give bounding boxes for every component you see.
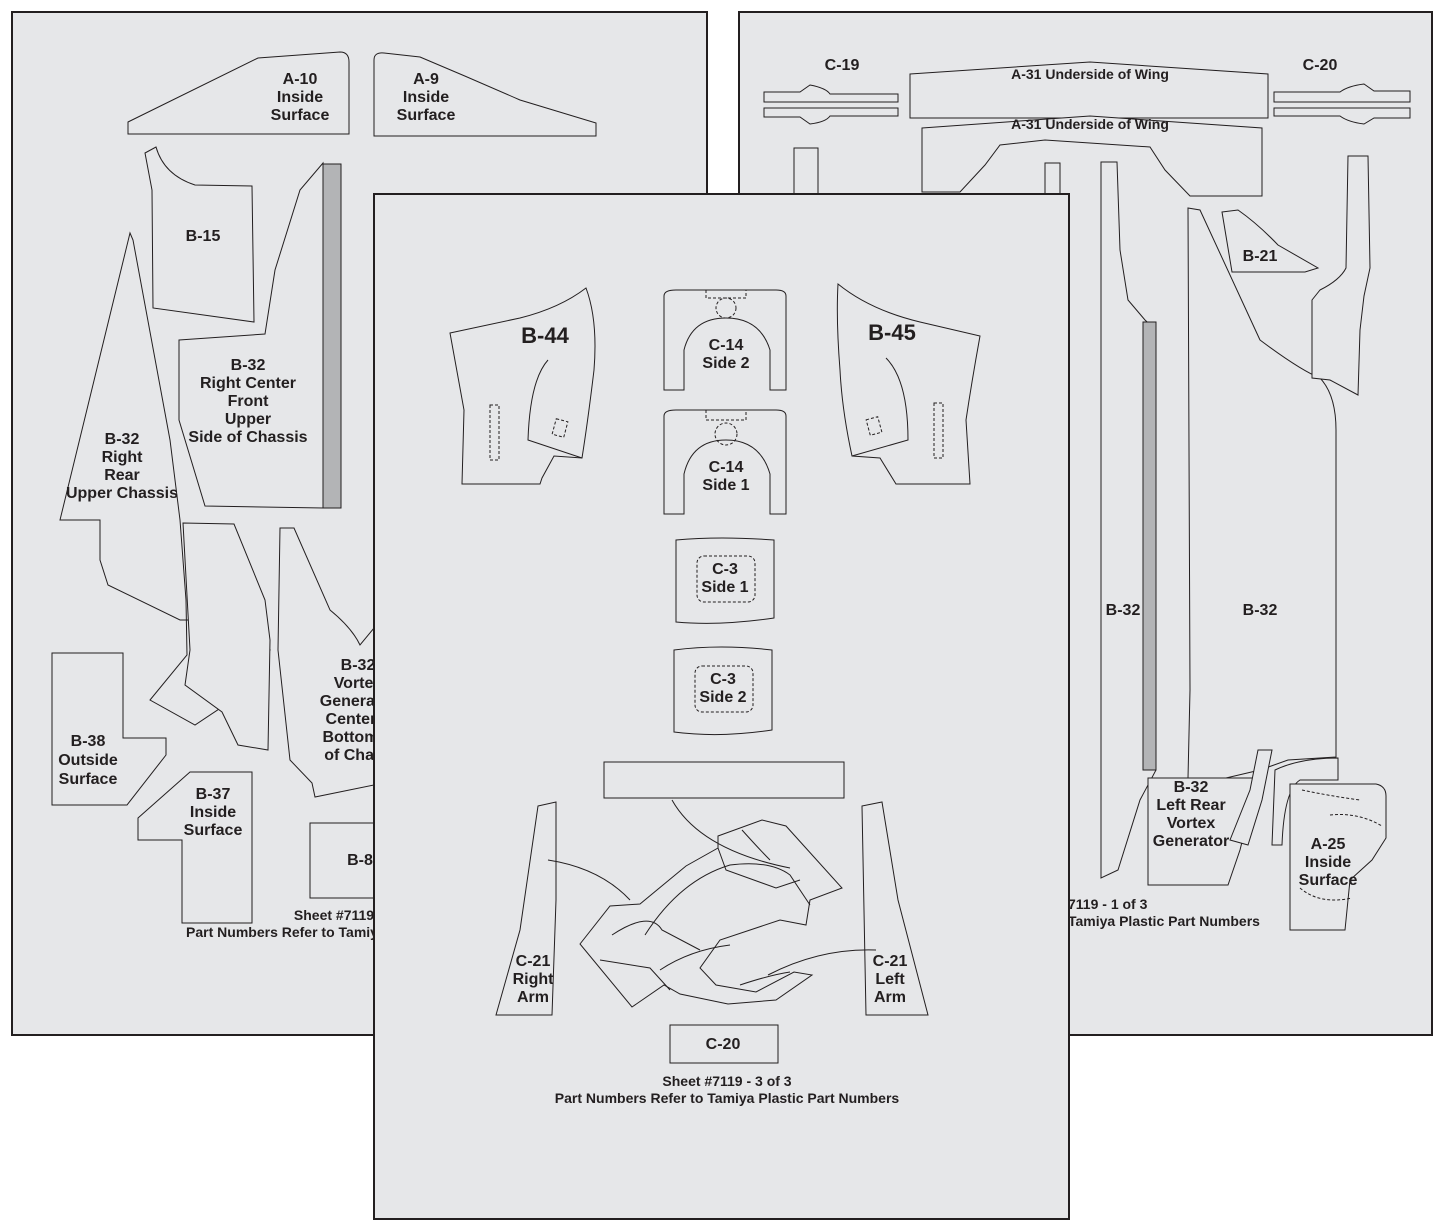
part-a31-top: [909, 61, 1269, 119]
part-b38: [51, 652, 167, 806]
label-b32-left: B-32: [1106, 602, 1141, 619]
part-b15: [144, 146, 255, 323]
leader-left-arm: [767, 949, 877, 976]
part-b45: [836, 282, 981, 485]
c14s2-notch: [705, 290, 747, 299]
c3s1-dash: [696, 555, 756, 603]
part-b32-front: [178, 161, 324, 509]
part-a25: [1289, 783, 1387, 931]
label-c20-front: C-20: [706, 1036, 741, 1053]
part-c3-side2: [673, 646, 773, 736]
part-long-bar: [603, 761, 845, 799]
leader-bar: [671, 799, 791, 869]
leader-right-arm: [547, 859, 631, 901]
part-c21-left: [861, 801, 929, 1016]
part-c20-front: [669, 1024, 779, 1064]
part-a10: [127, 51, 350, 135]
part-hook: [1271, 757, 1339, 846]
label-b15: B-15: [186, 228, 221, 245]
part-right-strip-a: [793, 147, 819, 196]
part-c20-lower: [1273, 107, 1411, 125]
part-b32-vortex: [277, 527, 375, 798]
c3s2-dash: [694, 665, 754, 713]
label-b32-right: B-32: [1243, 602, 1278, 619]
label-b44: B-44: [521, 323, 569, 348]
c14s1-ring: [714, 422, 738, 446]
part-b37: [137, 771, 253, 924]
label-c19: C-19: [825, 57, 860, 74]
a25-dash-2: [1329, 814, 1383, 827]
c14s1-notch: [705, 410, 747, 421]
part-c14-side1: [663, 409, 787, 515]
part-a9: [373, 52, 597, 137]
part-c19-lower: [763, 107, 899, 125]
part-a31-bottom: [921, 115, 1263, 197]
label-a31-bottom: A-31 Underside of Wing: [1011, 116, 1169, 132]
label-a31-top: A-31 Underside of Wing: [1011, 66, 1169, 82]
part-c21-right: [495, 801, 557, 1016]
b45-tab: [865, 416, 883, 436]
label-b8: B-8: [347, 852, 373, 869]
part-b8: [309, 822, 377, 899]
b44-slot: [489, 404, 500, 461]
part-right-side-long: [1311, 155, 1371, 396]
part-b32-right: [1187, 207, 1337, 779]
part-b32-front-strip: [322, 163, 342, 509]
a25-dash-3: [1299, 887, 1353, 901]
b45-cut: [851, 357, 909, 457]
part-c14-side2: [663, 289, 787, 391]
part-rv-piece: [1229, 749, 1273, 846]
part-b32-left-strip: [1142, 321, 1157, 771]
part-right-strip-b: [1044, 162, 1061, 196]
part-b32-mid: [182, 522, 271, 751]
part-b32-rear-vortex: [1147, 777, 1259, 886]
label-c20-right: C-20: [1303, 57, 1338, 74]
assembly-illustration: [579, 819, 843, 1008]
part-c19-upper: [763, 84, 899, 103]
label-b45: B-45: [868, 320, 916, 345]
b44-tab: [551, 418, 569, 438]
b45-slot: [933, 402, 944, 459]
label-b21: B-21: [1243, 248, 1278, 265]
part-b21: [1221, 209, 1320, 273]
part-c20-upper: [1273, 83, 1411, 103]
b44-cut: [527, 359, 583, 459]
